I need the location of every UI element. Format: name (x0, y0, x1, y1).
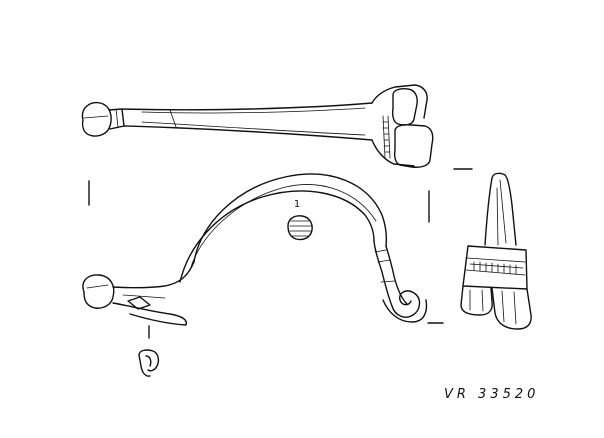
brooch-end-view (460, 172, 532, 330)
cross-section-1: 1 (287, 199, 313, 241)
reference-ticks (88, 168, 473, 339)
section-marker-label: 1 (294, 199, 300, 210)
brooch-side-profile (82, 173, 428, 326)
catalogue-number: VR 33520 (444, 387, 539, 402)
brooch-top-view (81, 84, 434, 168)
catch-section (138, 349, 160, 377)
